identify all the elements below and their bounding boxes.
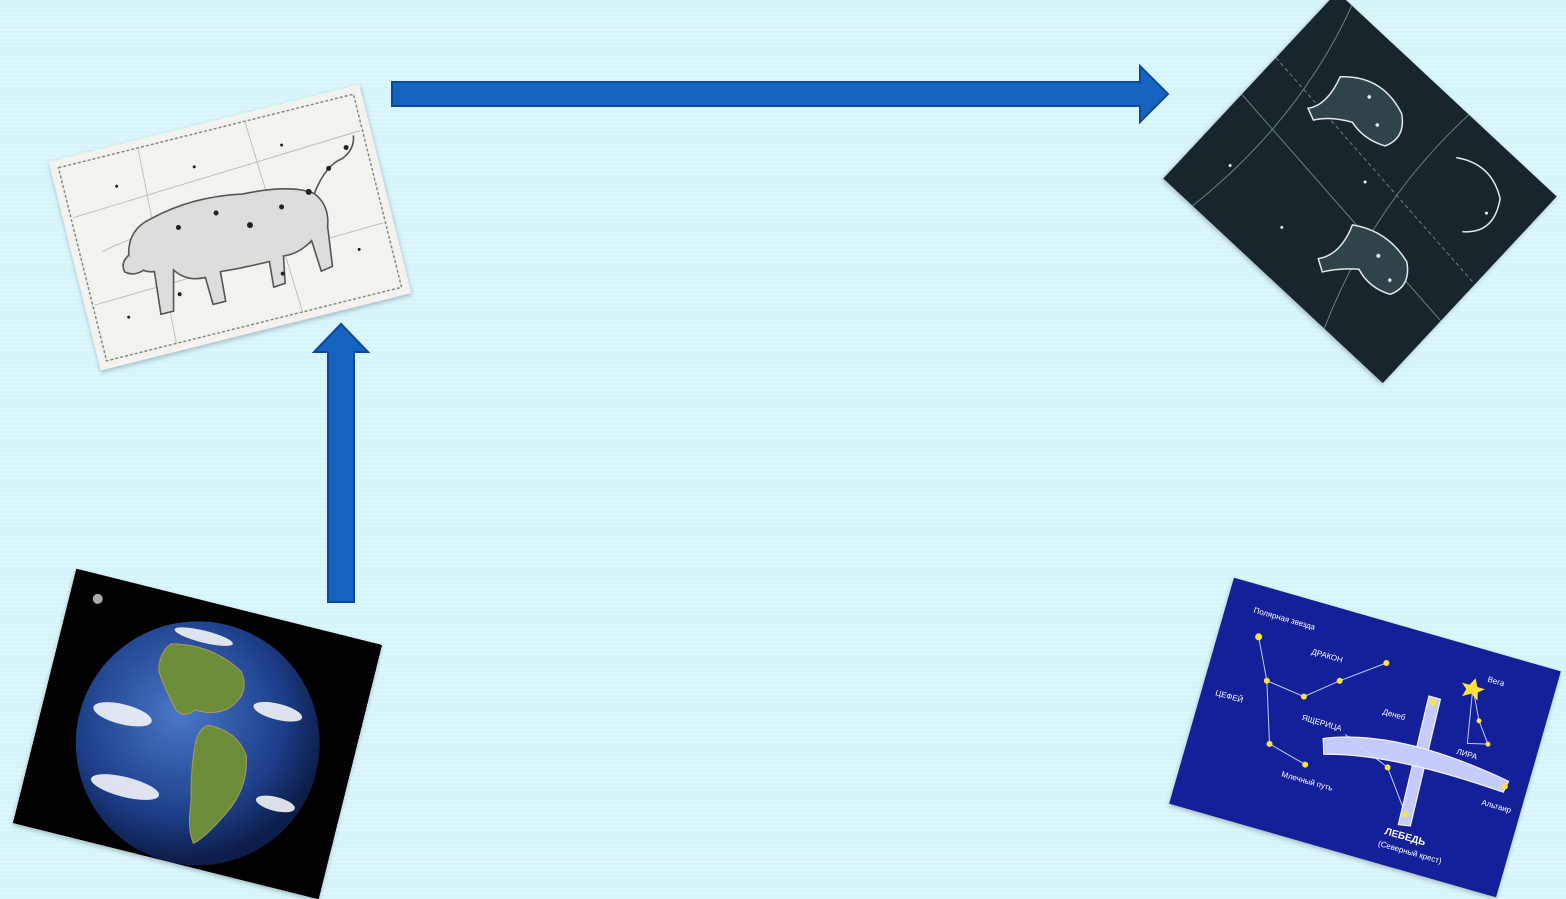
cygnus-chart-icon: Полярная звезда ДРАКОН Вега ЛИРА ЦЕФЕЙ Я… [1169,578,1561,898]
arrow-up [310,322,372,604]
cetus-map-icon [1163,0,1556,383]
cygnus-chart-card: Полярная звезда ДРАКОН Вега ЛИРА ЦЕФЕЙ Я… [1169,578,1561,898]
earth-photo-icon [13,569,382,899]
arrow-right [390,64,1172,124]
earth-photo-card [13,569,382,899]
cetus-map-card [1163,0,1556,383]
